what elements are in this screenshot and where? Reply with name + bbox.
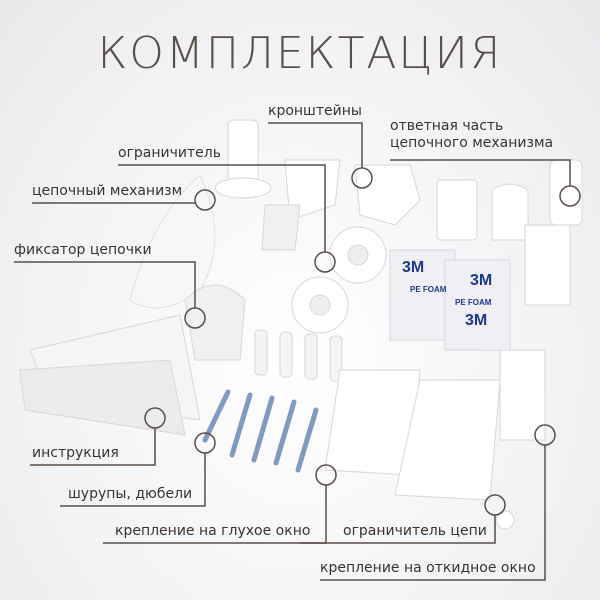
page-title: КОМПЛЕКТАЦИЯ [97, 28, 503, 79]
svg-text:PE FOAM: PE FOAM [410, 285, 447, 294]
label-instruction: инструкция [32, 445, 119, 461]
label-limiter: ограничитель [118, 145, 221, 161]
label-brackets: кронштейны [268, 103, 362, 119]
svg-text:3M: 3M [465, 312, 487, 329]
label-counterpart-2: цепочного механизма [390, 135, 554, 151]
svg-text:PE FOAM: PE FOAM [455, 298, 492, 307]
screws [202, 389, 319, 473]
label-chain-limiter: ограничитель цепи [343, 523, 487, 539]
label-chain-mechanism: цепочный механизм [32, 183, 183, 199]
label-fixed-window-mount: крепление на глухое окно [115, 523, 311, 539]
svg-text:3M: 3M [470, 272, 492, 289]
label-screws: шурупы, дюбели [68, 486, 193, 502]
label-counterpart-1: ответная часть [390, 118, 504, 134]
label-chain-fixer: фиксатор цепочки [14, 242, 152, 258]
tape-brand: 3M [402, 259, 424, 276]
callout-lines [14, 122, 581, 581]
tape-pads [389, 249, 511, 351]
label-tilt-window-mount: крепление на откидное окно [320, 560, 536, 576]
post-part [227, 119, 259, 186]
